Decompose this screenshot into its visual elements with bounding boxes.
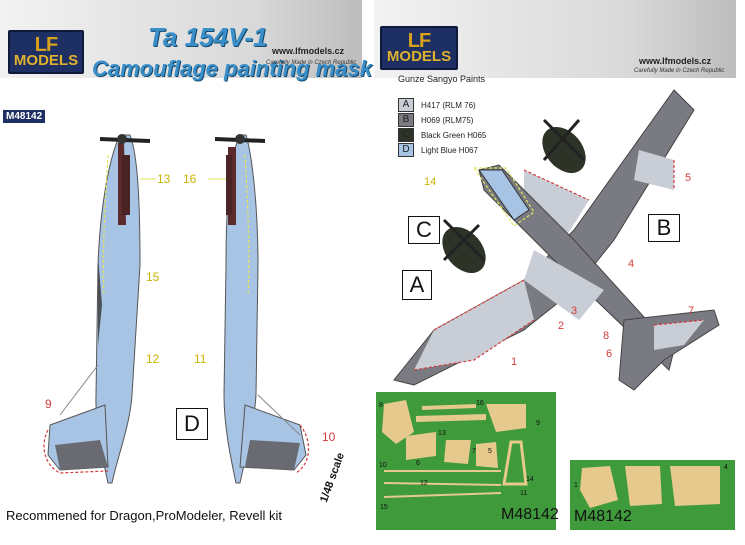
mask-number-15: 15	[146, 270, 160, 284]
mask-number-16: 16	[183, 172, 197, 186]
paint-swatch-a: A	[398, 98, 414, 112]
sheet1-number-15: 15	[380, 504, 388, 511]
sheet1-number-12: 12	[420, 480, 428, 487]
title-line1: Ta 154V-1	[148, 22, 268, 52]
sheet2-code: M48142	[574, 508, 632, 525]
mask-number-10: 10	[322, 430, 336, 444]
mask-number-11: 11	[194, 352, 207, 366]
mask-number-9: 9	[45, 397, 52, 411]
fuselage-side-right	[215, 134, 307, 484]
view-letter-c: C	[408, 216, 440, 244]
sheet1-code: M48142	[501, 506, 559, 523]
right-tagline: Carefully Made in Czech Republic	[634, 68, 725, 74]
paint-label-a: H417 (RLM 76)	[421, 101, 476, 110]
mask-number-3: 3	[571, 305, 578, 317]
code-badge: M48142	[3, 110, 46, 123]
left-aircraft-drawing	[43, 134, 310, 484]
paint-label-c: Black Green H065	[421, 131, 487, 140]
sheet1-number-13: 13	[438, 430, 446, 437]
sheet1-number-11: 11	[520, 490, 528, 497]
paint-label-d: Light Blue H067	[421, 146, 478, 155]
top-view-aircraft	[393, 89, 720, 391]
fuselage-side-left	[47, 134, 150, 484]
sheet1-number-6: 6	[416, 460, 420, 467]
recommendation-text: Recommened for Dragon,ProModeler, Revell…	[6, 508, 283, 523]
logo-wings: LF	[34, 34, 58, 56]
right-logo: LF MODELS	[380, 26, 458, 70]
sheet2-number-4: 4	[724, 464, 728, 471]
mask-number-6: 6	[606, 348, 613, 360]
sheet1-number-9: 9	[536, 420, 540, 427]
left-tagline: Carefully Made in Czech Republic	[266, 60, 357, 66]
paint-swatch-b: B	[398, 113, 414, 127]
mask-sheet-1: 8 16 9 13 7 10 6 5 12 14 11 15 M48142	[376, 392, 559, 530]
sheet1-number-10: 10	[379, 462, 387, 469]
right-url: www.lfmodels.cz	[639, 56, 712, 66]
view-letter-b: B	[648, 214, 680, 242]
paint-label-b: H069 (RLM75)	[421, 116, 474, 125]
mask-number-5: 5	[685, 172, 692, 184]
mask-number-4: 4	[628, 258, 635, 270]
mask-number-8: 8	[603, 330, 610, 342]
mask-number-13: 13	[157, 172, 171, 186]
paint-swatch-d: D	[398, 143, 414, 157]
left-logo: LF MODELS	[8, 30, 84, 74]
view-letter-d: D	[176, 408, 208, 440]
view-letter-a: A	[402, 270, 432, 300]
logo-text: MODELS	[386, 48, 452, 65]
mask-sheet-2: 1 4 M48142	[570, 460, 735, 530]
sheet2-shapes	[580, 466, 720, 508]
left-url: www.lfmodels.cz	[272, 46, 345, 56]
title-line2: Camouflage painting mask	[92, 56, 372, 81]
sheet1-shapes	[382, 400, 528, 498]
mask-number-14: 14	[424, 176, 437, 188]
sheet1-number-7: 7	[472, 448, 476, 455]
mask-number-2: 2	[558, 320, 565, 332]
paints-title: Gunze Sangyo Paints	[398, 74, 486, 84]
sheet1-number-8: 8	[379, 402, 383, 409]
sheet2-number-1: 1	[574, 482, 578, 489]
logo-wings: LF	[407, 30, 431, 52]
sheet1-number-14: 14	[526, 476, 534, 483]
sheet1-number-16: 16	[476, 400, 484, 407]
mask-number-7: 7	[688, 305, 695, 317]
logo-text: MODELS	[13, 52, 79, 69]
sheet1-number-5: 5	[488, 448, 492, 455]
mask-number-12: 12	[146, 352, 160, 366]
paint-swatch-c: C	[398, 128, 414, 142]
mask-number-1: 1	[511, 356, 518, 368]
